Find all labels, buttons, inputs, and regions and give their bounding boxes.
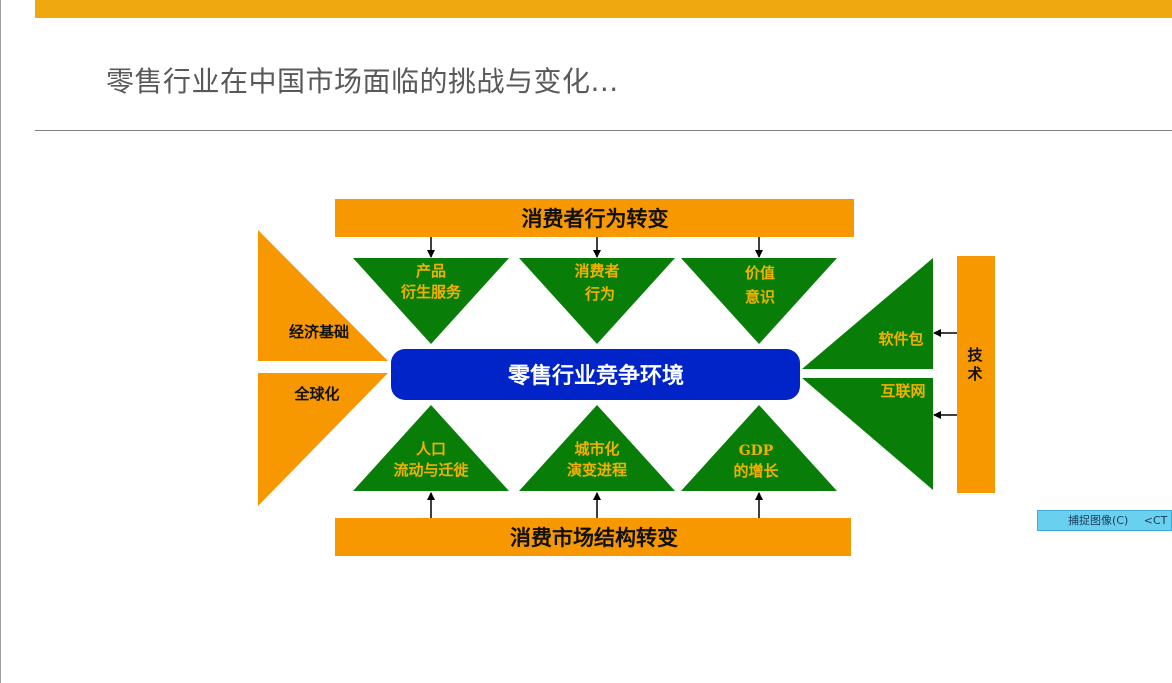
bottom-bar-label: 消费市场结构转变 — [510, 525, 678, 550]
title-divider — [35, 130, 1172, 131]
bottom-triangle-1 — [353, 405, 509, 491]
left-upper-label: 经济基础 — [289, 323, 349, 341]
capture-label: 捕捉图像(C) — [1068, 514, 1129, 527]
capture-shortcut: <CT — [1143, 514, 1168, 527]
left-lower-triangle — [258, 373, 388, 506]
slide-top-accent-bar — [35, 0, 1172, 18]
top-triangle-2-line1: 消费者 — [574, 262, 619, 280]
bottom-triangle-2 — [519, 405, 675, 491]
right-bar-box — [957, 256, 995, 493]
bottom-bar-box — [335, 518, 851, 556]
bottom-triangle-1-line2: 流动与迁徙 — [393, 461, 469, 479]
left-lower-label: 全球化 — [293, 385, 339, 403]
top-bar-label: 消费者行为转变 — [522, 206, 669, 231]
bottom-triangle-2-line1: 城市化 — [574, 440, 619, 458]
bottom-triangle-1-line1: 人口 — [416, 440, 446, 458]
right-upper-triangle — [802, 258, 933, 369]
capture-image-button[interactable]: 捕捉图像(C) <CT — [1037, 510, 1172, 531]
top-triangle-1-line1: 产品 — [416, 262, 446, 280]
bottom-triangle-2-line2: 演变进程 — [567, 461, 627, 479]
center-label: 零售行业竞争环境 — [507, 363, 684, 389]
bottom-triangle-3 — [681, 405, 837, 491]
slide-left-border — [0, 0, 1, 683]
right-bar-label-char-2: 术 — [967, 365, 982, 383]
left-upper-triangle — [258, 230, 388, 361]
right-lower-label: 互联网 — [880, 382, 925, 400]
right-bar-label-char-1: 技 — [967, 346, 983, 364]
top-bar-box — [335, 199, 854, 237]
top-triangle-3 — [681, 258, 837, 344]
top-triangle-2-line2: 行为 — [584, 285, 615, 303]
bottom-triangle-3-line1: GDP — [739, 443, 774, 459]
center-box — [391, 349, 800, 400]
top-triangle-1 — [353, 258, 509, 344]
slide-title: 零售行业在中国市场面临的挑战与变化... — [106, 65, 619, 98]
bottom-triangle-3-line2: 的增长 — [733, 462, 779, 480]
top-triangle-1-line2: 衍生服务 — [400, 283, 462, 301]
top-triangle-3-line1: 价值 — [745, 264, 775, 282]
right-upper-label: 软件包 — [878, 330, 923, 348]
right-lower-triangle — [802, 378, 933, 490]
top-triangle-2 — [519, 258, 675, 344]
top-triangle-3-line2: 意识 — [745, 288, 775, 306]
